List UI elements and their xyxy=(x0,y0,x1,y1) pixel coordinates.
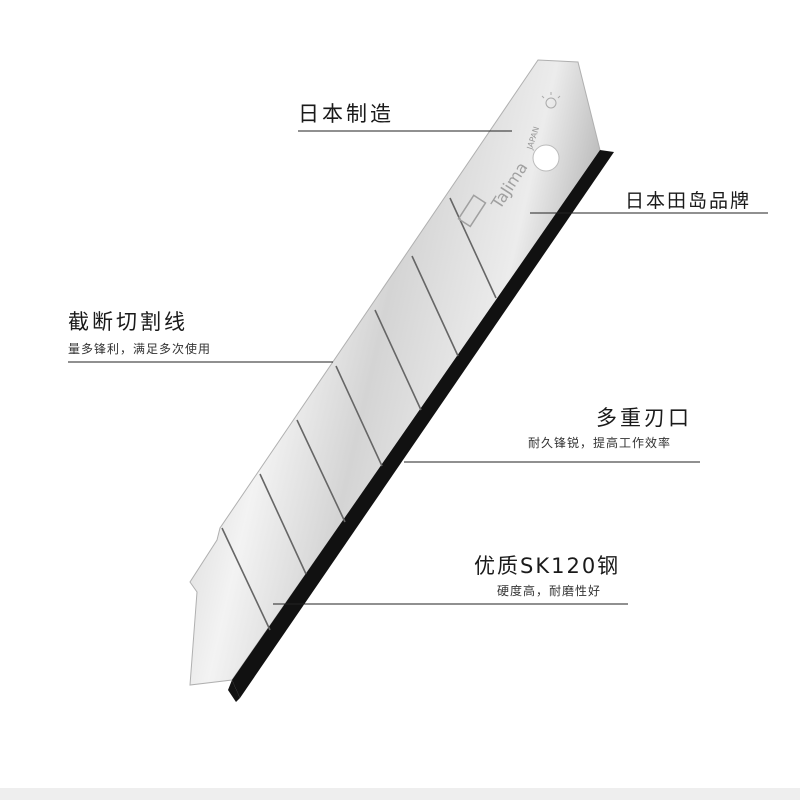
score-line xyxy=(411,255,459,357)
callout-snap-lines-subtitle: 量多锋利，满足多次使用 xyxy=(68,342,212,356)
blade-hole xyxy=(532,144,560,172)
snap-off-lines xyxy=(221,197,497,631)
blade-cutting-edge xyxy=(232,150,614,698)
callout-steel-subtitle: 硬度高，耐磨性好 xyxy=(497,584,602,598)
score-line xyxy=(221,527,271,631)
score-line xyxy=(449,197,497,299)
score-line xyxy=(335,365,383,467)
callout-multi-edge-title: 多重刃口 xyxy=(596,406,692,430)
score-line xyxy=(374,309,422,411)
bottom-band xyxy=(0,788,800,800)
logo-mark xyxy=(457,194,487,228)
score-line xyxy=(259,473,307,575)
callout-multi-edge-subtitle: 耐久锋锐，提高工作效率 xyxy=(528,436,672,450)
blade-edge-tail xyxy=(228,680,240,702)
callout-steel-title: 优质SK120钢 xyxy=(474,554,621,578)
callout-brand: 日本田岛品牌 xyxy=(625,190,752,212)
score-line xyxy=(296,419,346,523)
blade-body xyxy=(189,59,601,686)
callout-lines xyxy=(68,130,768,605)
callout-made-in-japan: 日本制造 xyxy=(298,102,394,126)
callout-snap-lines-title: 截断切割线 xyxy=(68,310,188,334)
light-bulb-icon xyxy=(541,92,561,109)
